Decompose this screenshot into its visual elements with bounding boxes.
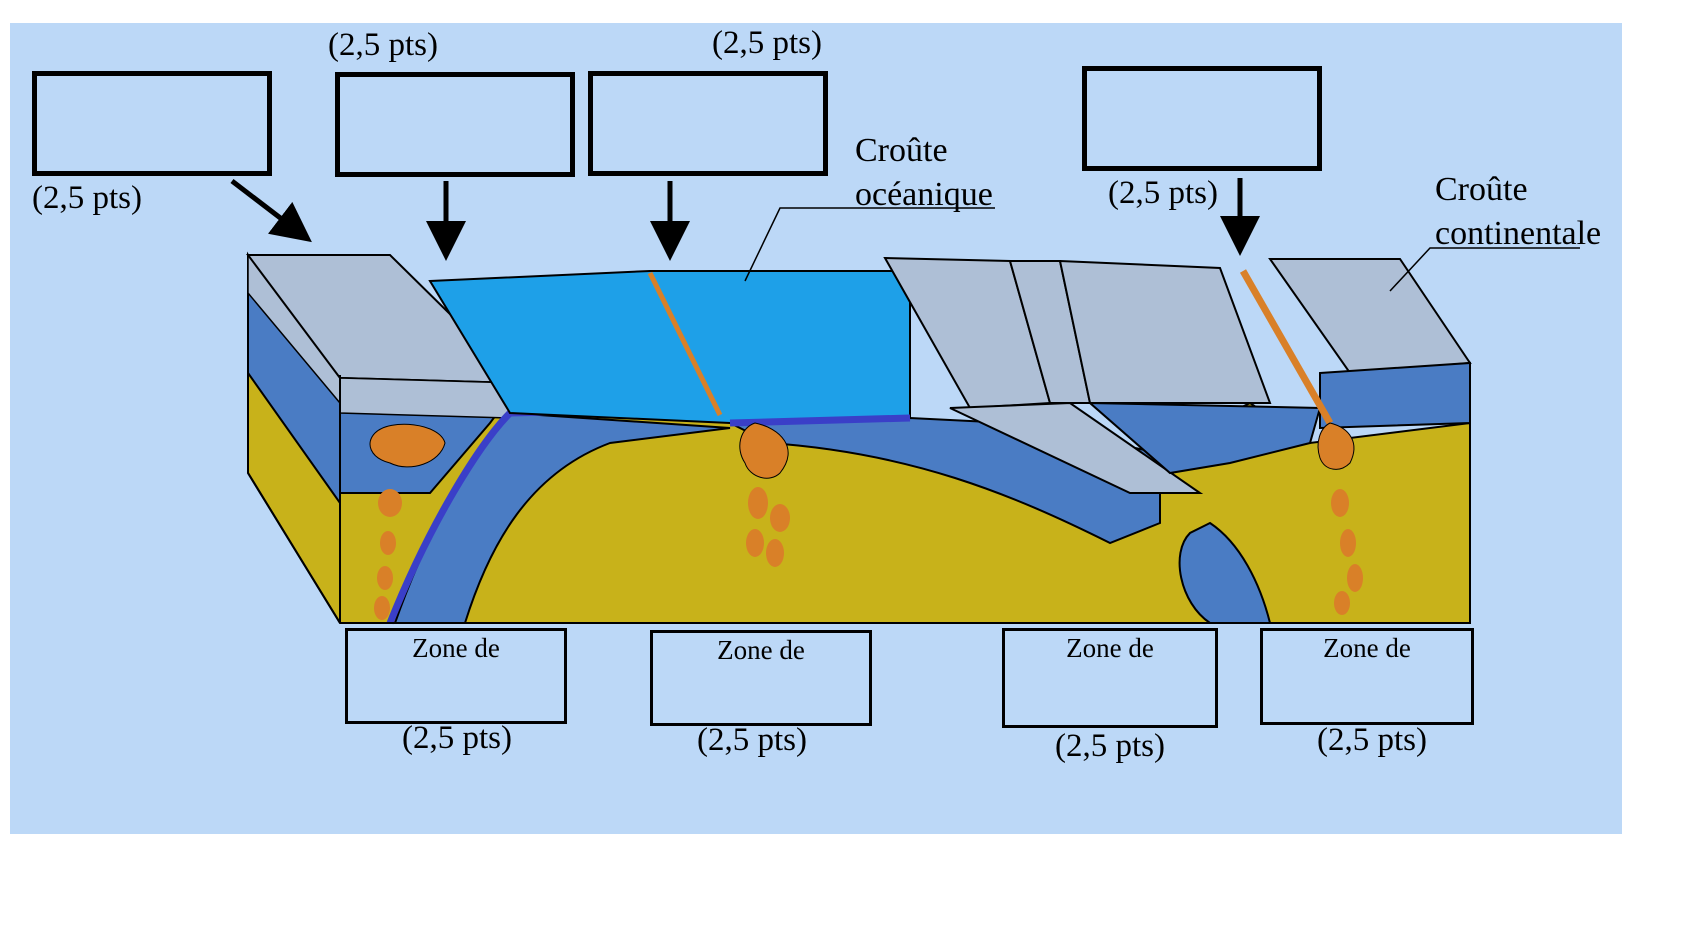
- zone-box-4[interactable]: Zone de: [1260, 628, 1474, 725]
- continental-crust-label-line-2: continentale: [1435, 215, 1602, 252]
- answer-box-3[interactable]: [588, 71, 828, 176]
- points-label-4: (2,5 pts): [1108, 175, 1218, 211]
- points-label-2: (2,5 pts): [328, 27, 438, 63]
- oceanic-crust-label: Croûte océanique: [855, 129, 993, 217]
- zone-box-1[interactable]: Zone de: [345, 628, 567, 724]
- magma-plumes: [369, 422, 1363, 620]
- points-label-3: (2,5 pts): [712, 25, 822, 61]
- points-label-7: (2,5 pts): [1055, 728, 1165, 764]
- continental-crust-label: Croûte continentale: [1435, 168, 1601, 256]
- zone-box-4-label: Zone de: [1323, 633, 1411, 663]
- oceanic-crust-label-line-2: océanique: [855, 176, 993, 213]
- points-label-8: (2,5 pts): [1317, 722, 1427, 758]
- points-label-5: (2,5 pts): [402, 720, 512, 756]
- zone-box-3[interactable]: Zone de: [1002, 628, 1218, 728]
- zone-box-1-label: Zone de: [412, 633, 500, 663]
- pointer-arrows: [230, 178, 1260, 261]
- continental-crust-label-line-1: Croûte: [1435, 171, 1528, 208]
- plate-tectonics-block-diagram: [230, 178, 1580, 625]
- oceanic-crust-label-line-1: Croûte: [855, 132, 948, 169]
- zone-box-3-label: Zone de: [1066, 633, 1154, 663]
- leader-lines: [744, 207, 1580, 292]
- answer-box-4[interactable]: [1082, 66, 1322, 171]
- answer-box-2[interactable]: [335, 72, 575, 177]
- ocean-floor: [428, 270, 911, 425]
- zone-box-2[interactable]: Zone de: [650, 630, 872, 726]
- right-continental-blocks: [883, 256, 1472, 624]
- block-outline: [247, 363, 1471, 624]
- answer-box-1[interactable]: [32, 71, 272, 176]
- diagram-panel: (2,5 pts) (2,5 pts) (2,5 pts) (2,5 pts) …: [10, 23, 1622, 834]
- zone-box-2-label: Zone de: [717, 635, 805, 665]
- points-label-6: (2,5 pts): [697, 722, 807, 758]
- points-label-1: (2,5 pts): [32, 180, 142, 216]
